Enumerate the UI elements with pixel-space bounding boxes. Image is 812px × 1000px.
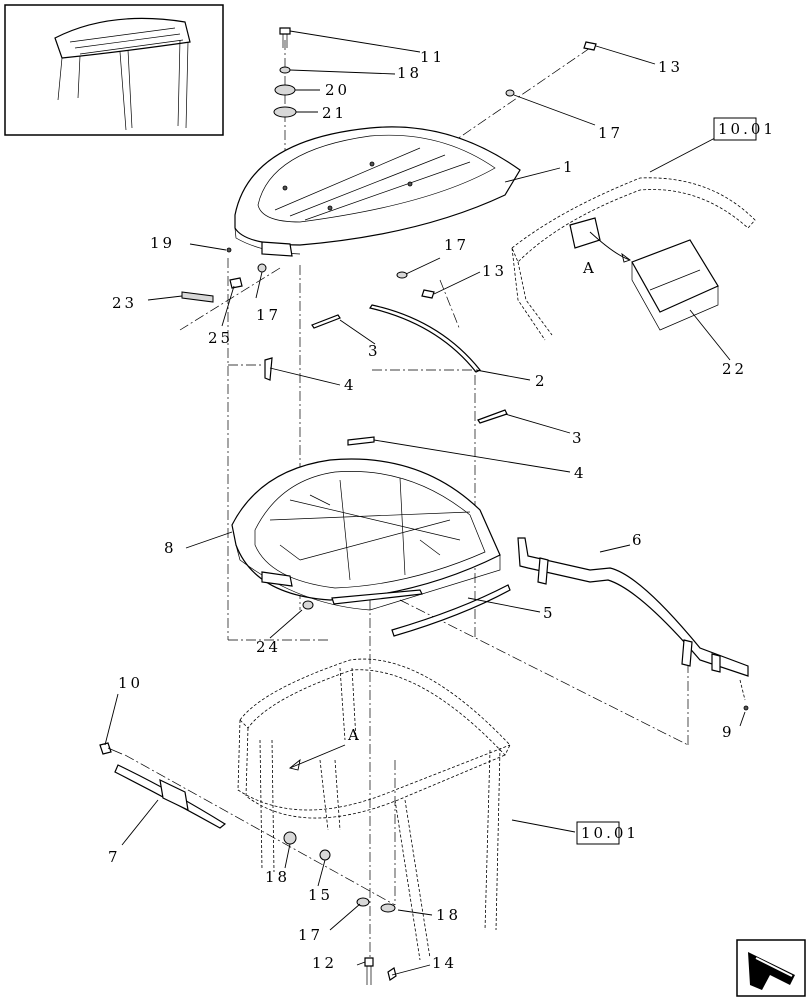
mounting-bracket-7 — [114, 764, 227, 829]
label-5: 5 — [543, 604, 556, 622]
cab-frame — [237, 658, 511, 961]
label-3-top: 3 — [368, 342, 381, 360]
label-4-mid: 4 — [574, 464, 587, 482]
ref-top-text: 10.01 — [718, 120, 776, 138]
roof-liner-frame — [231, 458, 501, 611]
label-4-top: 4 — [344, 376, 357, 394]
bolt-10 — [99, 742, 123, 755]
label-12: 12 — [312, 954, 337, 972]
label-14: 14 — [432, 954, 457, 972]
fastener-left — [181, 247, 435, 303]
label-13-mid: 13 — [482, 262, 507, 280]
label-17-low: 17 — [298, 926, 323, 944]
label-7: 7 — [108, 848, 121, 866]
label-15: 15 — [308, 886, 333, 904]
label-18-top: 18 — [397, 64, 422, 82]
label-17-top: 17 — [598, 124, 623, 142]
label-18-low: 18 — [265, 868, 290, 886]
label-21: 21 — [322, 104, 347, 122]
label-11: 11 — [420, 48, 445, 66]
label-19: 19 — [150, 234, 175, 252]
ref-bottom-text: 10.01 — [581, 824, 639, 842]
thumbnail-view — [4, 4, 224, 136]
label-24: 24 — [256, 638, 281, 656]
label-view-a-top: A — [582, 259, 597, 277]
label-9: 9 — [722, 723, 735, 741]
label-25: 25 — [208, 329, 233, 347]
part-labels: 11 18 20 21 13 17 1 19 17 13 23 17 25 3 … — [108, 48, 747, 972]
roof-top-panel — [234, 126, 521, 257]
support-tube-bracket — [517, 537, 749, 677]
screw-9 — [739, 679, 749, 711]
label-8: 8 — [164, 539, 177, 557]
label-22: 22 — [722, 360, 747, 378]
label-17-mid: 17 — [444, 236, 469, 254]
ref-box-bottom: 10.01 — [576, 821, 639, 845]
fastener-stack-top — [273, 27, 597, 118]
fastener-stack-bottom — [283, 831, 397, 985]
label-23: 23 — [112, 294, 137, 312]
ref-box-top: 10.01 — [713, 117, 776, 141]
leader-lines — [104, 30, 746, 976]
label-2: 2 — [535, 372, 548, 390]
label-20: 20 — [325, 81, 350, 99]
label-13-top: 13 — [658, 58, 683, 76]
label-18-right: 18 — [436, 906, 461, 924]
label-3-mid: 3 — [572, 429, 585, 447]
label-view-a-bottom: A — [347, 726, 362, 744]
nut-24 — [302, 600, 314, 610]
label-10: 10 — [118, 674, 143, 692]
label-17-left: 17 — [256, 306, 281, 324]
seal-strips — [264, 304, 508, 446]
label-1: 1 — [563, 158, 576, 176]
detail-view-a — [511, 177, 756, 341]
lower-seal-strip — [391, 584, 511, 637]
next-page-arrow-icon[interactable] — [736, 939, 806, 997]
label-6: 6 — [632, 531, 645, 549]
